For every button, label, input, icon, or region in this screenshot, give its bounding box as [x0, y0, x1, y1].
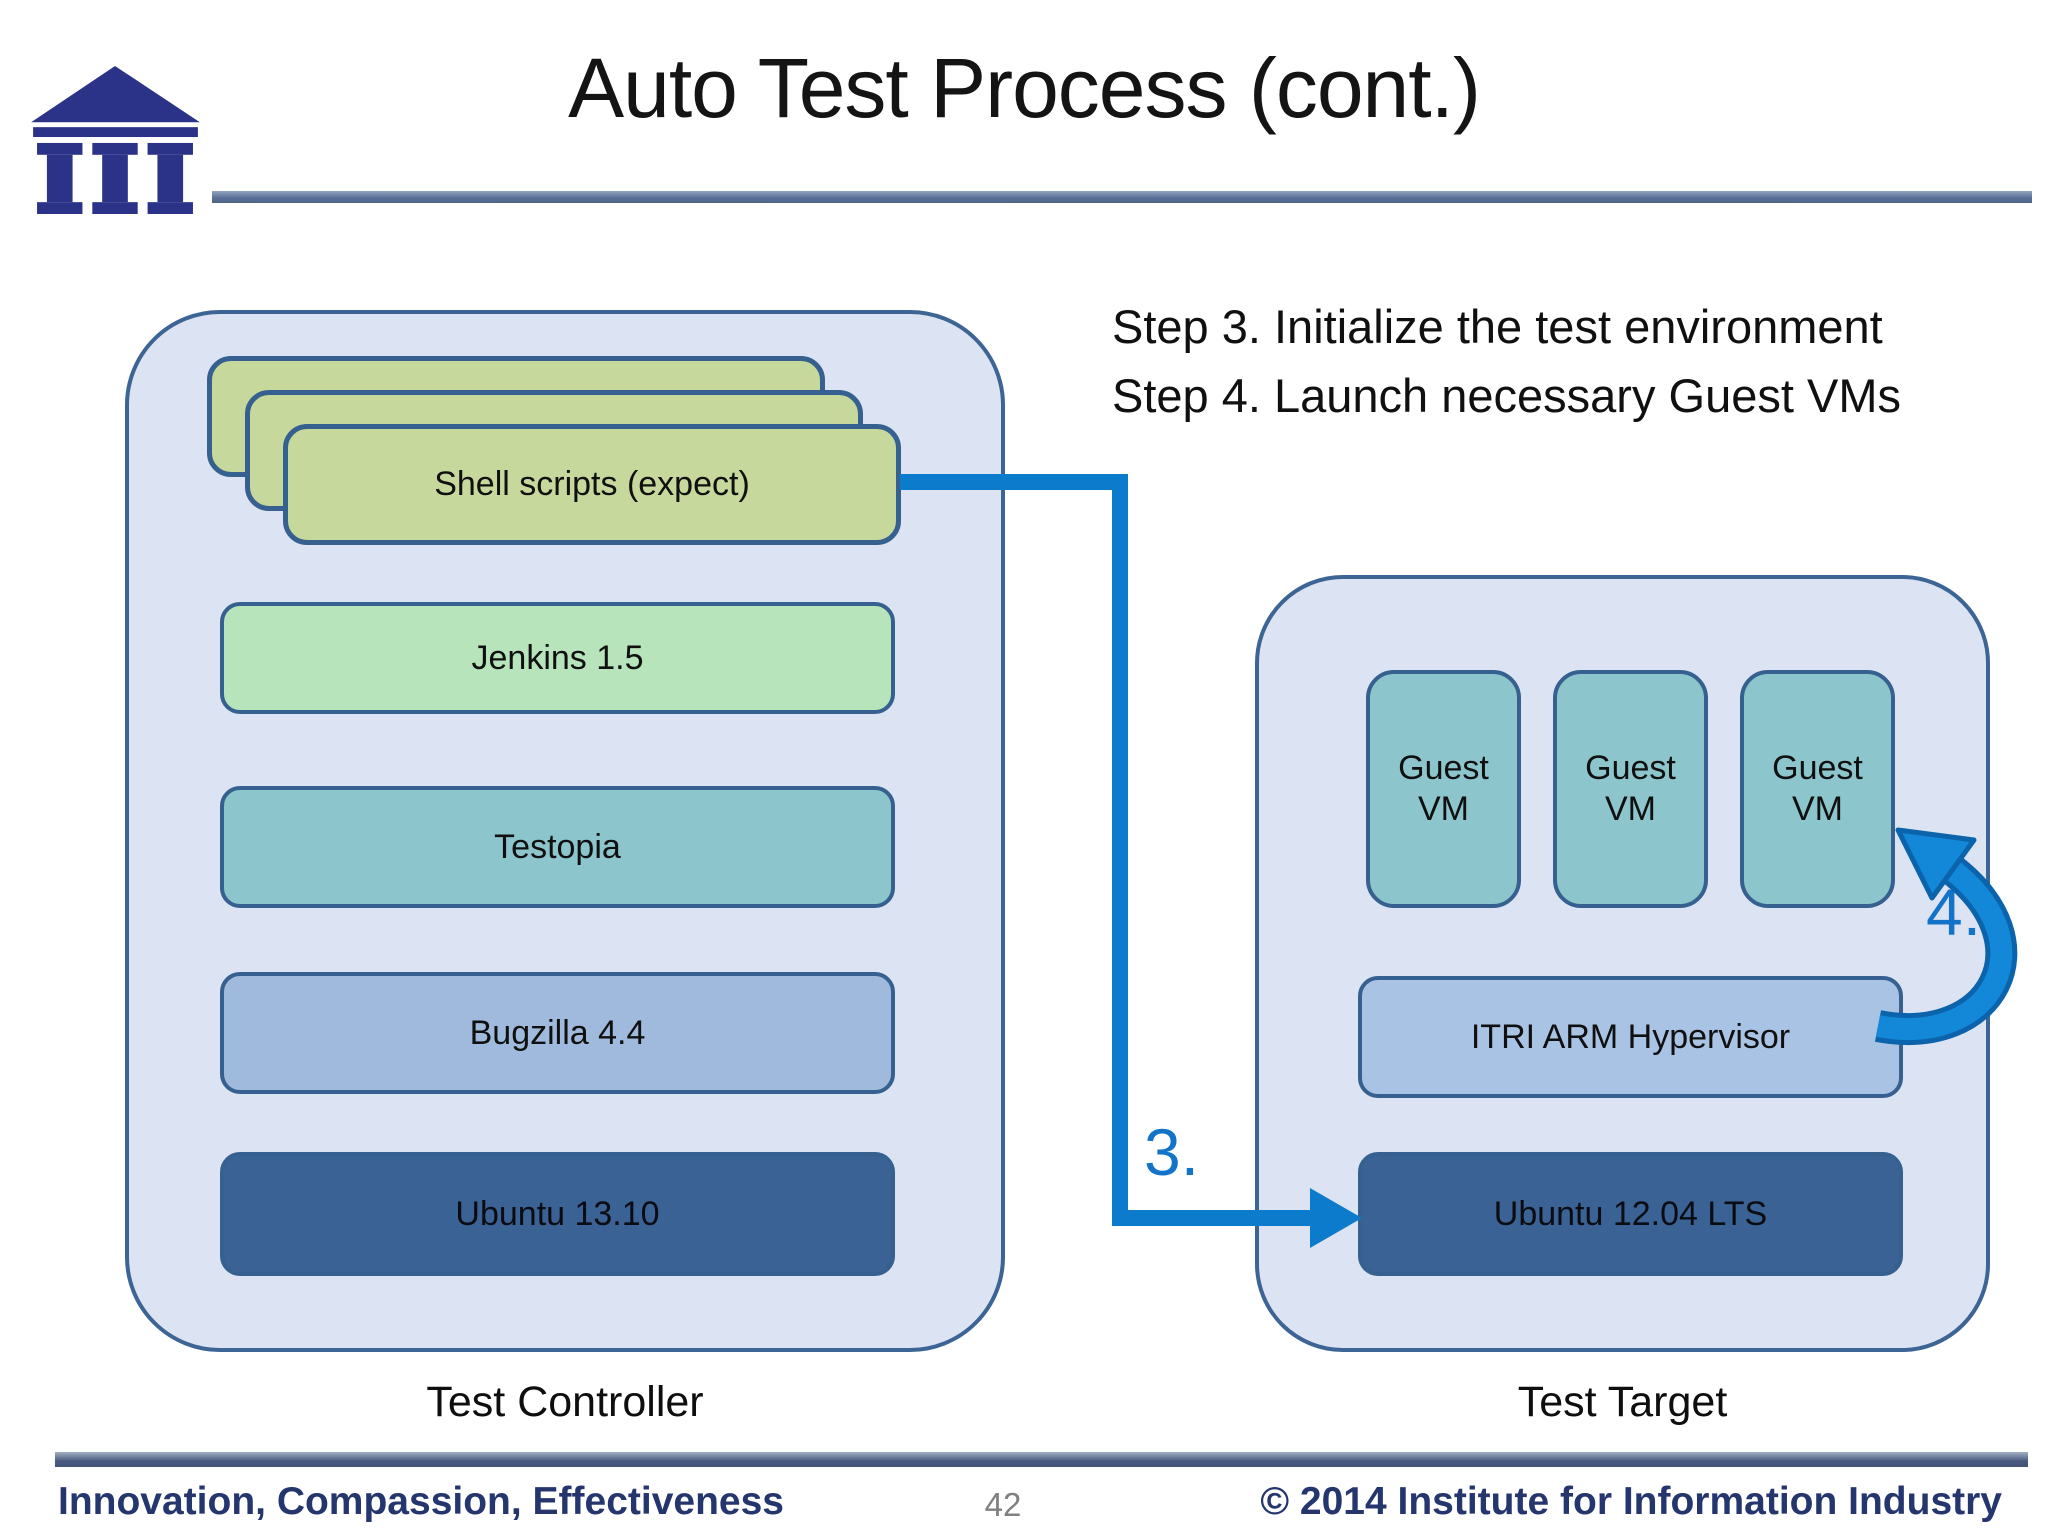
- guest-vm-box-2: Guest VM: [1553, 670, 1708, 908]
- test-target-label: Test Target: [1517, 1378, 1728, 1426]
- testopia-box: Testopia: [220, 786, 895, 908]
- footer-divider: [55, 1452, 2028, 1467]
- testopia-label: Testopia: [494, 827, 621, 866]
- ubuntu-13-10-label: Ubuntu 13.10: [455, 1194, 660, 1233]
- bugzilla-label: Bugzilla 4.4: [469, 1013, 646, 1052]
- slide-title: Auto Test Process (cont.): [568, 41, 1481, 135]
- footer-copyright: © 2014 Institute for Information Industr…: [1260, 1480, 2002, 1523]
- institute-temple-logo-icon: [31, 65, 200, 214]
- page-number: 42: [984, 1486, 1022, 1523]
- hypervisor-box: ITRI ARM Hypervisor: [1358, 976, 1903, 1098]
- jenkins-box: Jenkins 1.5: [220, 602, 895, 714]
- ubuntu-13-10-box: Ubuntu 13.10: [220, 1152, 895, 1276]
- shell-script-label: Shell scripts (expect): [434, 465, 750, 504]
- shell-script-card-front: Shell scripts (expect): [283, 424, 901, 545]
- guest-vm-label-2: Guest VM: [1585, 749, 1676, 828]
- step4-number-label: 4.: [1926, 875, 1982, 949]
- step-4-text: Step 4. Launch necessary Guest VMs: [1112, 369, 1901, 422]
- bugzilla-box: Bugzilla 4.4: [220, 972, 895, 1094]
- step-annotation: Step 3. Initialize the test environment …: [1112, 292, 1901, 430]
- footer-motto: Innovation, Compassion, Effectiveness: [58, 1480, 784, 1523]
- guest-vm-box-3: Guest VM: [1740, 670, 1895, 908]
- step3-number-label: 3.: [1144, 1115, 1200, 1189]
- title-underline: [212, 191, 2032, 203]
- step-3-text: Step 3. Initialize the test environment: [1112, 300, 1883, 353]
- ubuntu-12-04-box: Ubuntu 12.04 LTS: [1358, 1152, 1903, 1276]
- guest-vm-box-1: Guest VM: [1366, 670, 1521, 908]
- guest-vm-label-1: Guest VM: [1398, 749, 1489, 828]
- hypervisor-label: ITRI ARM Hypervisor: [1470, 1017, 1791, 1056]
- test-controller-label: Test Controller: [426, 1378, 704, 1426]
- ubuntu-12-04-label: Ubuntu 12.04 LTS: [1493, 1194, 1768, 1233]
- jenkins-label: Jenkins 1.5: [471, 638, 644, 677]
- guest-vm-label-3: Guest VM: [1772, 749, 1863, 828]
